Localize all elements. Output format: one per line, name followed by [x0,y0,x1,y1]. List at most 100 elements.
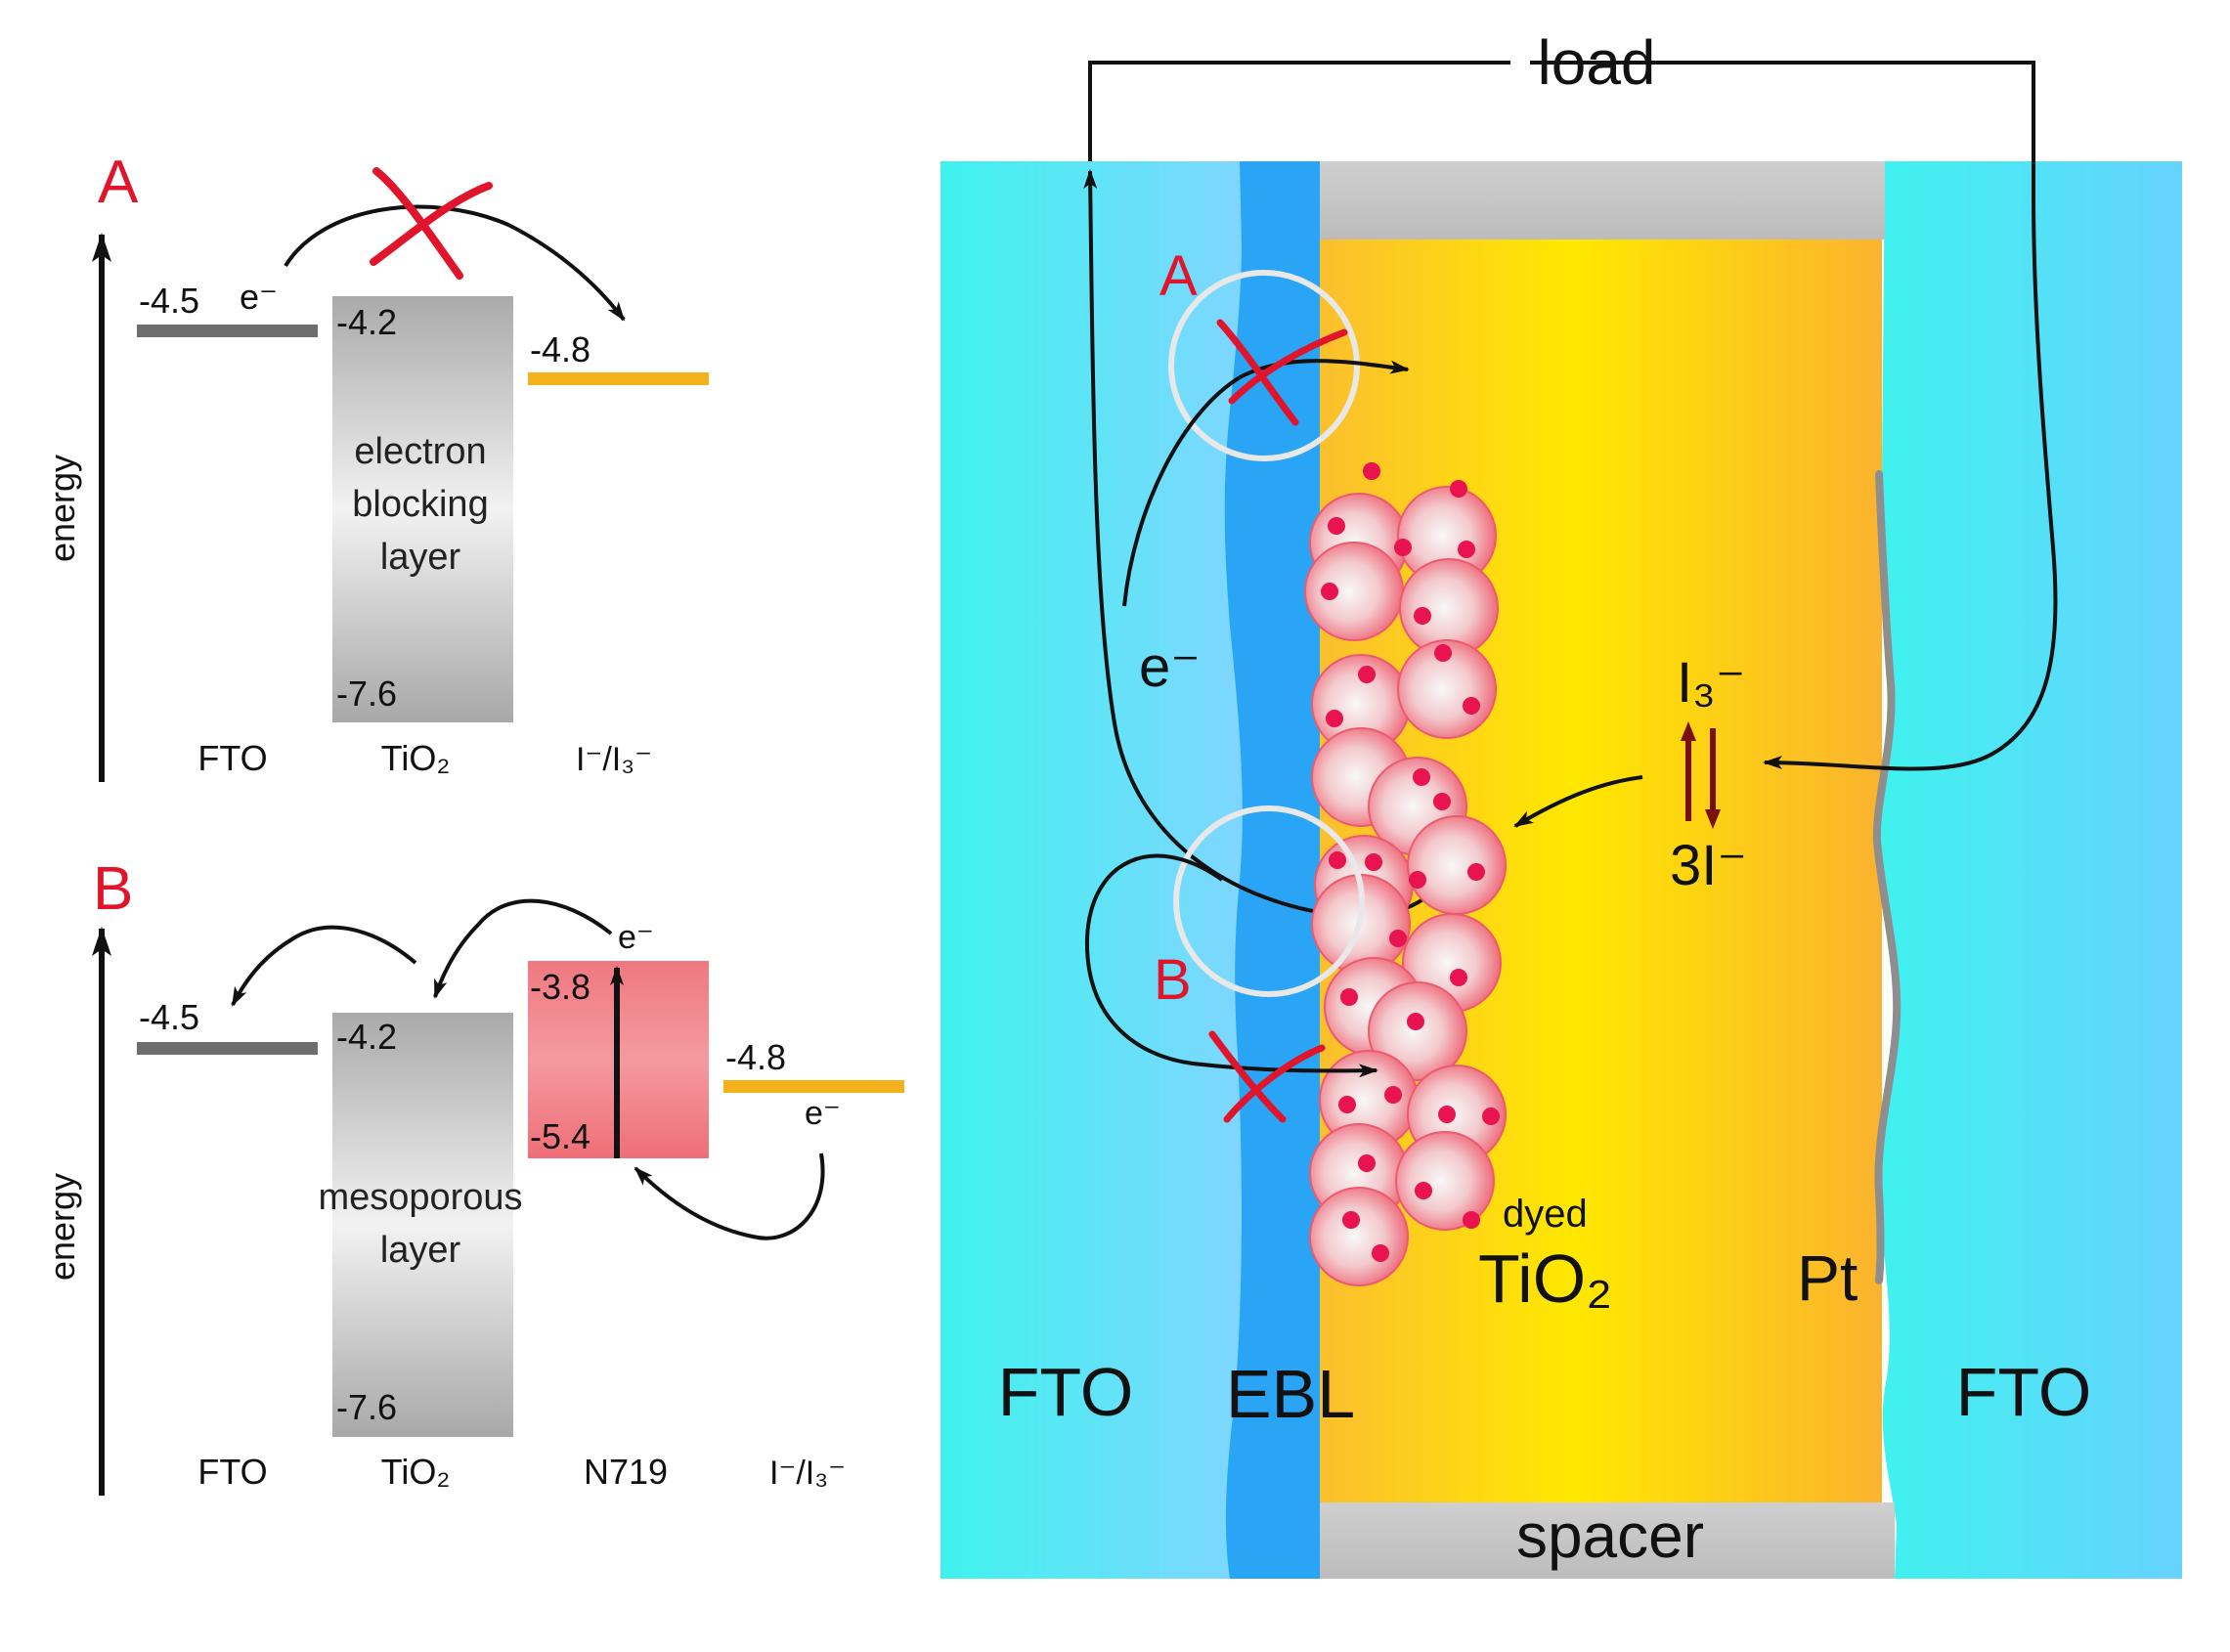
tio2-particle [1395,1131,1495,1231]
dye-molecule [1328,517,1345,535]
panel-b-fto-value: -4.5 [139,997,199,1037]
panel-a-box-line-2: blocking [352,484,488,525]
panel-b-tio2-top: -4.2 [336,1017,397,1057]
dyed-label: dyed [1503,1193,1588,1236]
tio2-particle [1368,981,1467,1081]
dye-molecule [1329,851,1346,869]
fto-right-label: FTO [1956,1354,2092,1430]
panel-b-collection-arrow [231,925,417,1007]
panel-a-transfer-arrow [284,204,626,322]
spacer-bottom [1320,1502,1895,1579]
marker-a-circle [1168,270,1360,461]
panel-b-xlabel-fto: FTO [197,1452,267,1492]
dye-molecule [1458,541,1475,558]
dye-molecule [1358,666,1376,683]
tio2-particle [1407,815,1507,915]
panel-a-tio2-bottom: -7.6 [336,674,397,714]
dye-molecule [1434,644,1452,662]
cell-electron-label: e⁻ [1139,635,1201,699]
triiodide-label: I₃⁻ [1677,651,1745,715]
panel-b-fto-level [137,1042,318,1055]
dye-molecule [1463,697,1480,715]
tio2-label: TiO₂ [1478,1240,1612,1317]
tio2-particle [1304,542,1404,641]
ebl-label: EBL [1226,1356,1355,1432]
dye-molecule [1358,1154,1376,1172]
panel-a-fto-level [137,325,318,337]
dye-molecule [1409,871,1426,889]
panel-b-redox-value: -4.8 [725,1037,786,1077]
dye-molecule [1413,768,1430,786]
iodide-label: 3I⁻ [1670,834,1747,897]
dye-molecule [1415,1182,1432,1199]
panel-b-redox-level [723,1080,904,1093]
dye-molecule [1321,583,1338,600]
dye-molecule [1463,1211,1480,1229]
panel-a-fto-value: -4.5 [139,281,199,321]
panel-a-box-line-1: electron [354,431,486,472]
panel-b-xlabel-redox: I⁻/I₃⁻ [769,1455,846,1492]
panel-b-injection-arrow [433,898,613,999]
marker-a-cross-icon [1216,319,1348,426]
dye-molecule [1384,1086,1402,1104]
panel-b-letter: B [93,855,133,923]
dye-molecule [1363,462,1380,480]
fto-left-label: FTO [998,1354,1134,1430]
dye-molecule [1326,710,1343,727]
spacer-top [1320,161,1885,239]
panel-b-box-line-1: mesoporous [318,1177,522,1218]
dye-molecule [1394,539,1412,556]
dye-molecule [1438,1106,1456,1123]
marker-a-letter: A [1159,244,1198,308]
dyed-tio2-particles [1304,462,1507,1286]
panel-a-xlabel-fto: FTO [197,738,267,778]
dye-molecule [1365,853,1382,871]
tio2-particle [1309,1187,1409,1286]
dye-molecule [1414,607,1431,625]
panel-b-electron-bottom: e⁻ [805,1095,841,1132]
panel-a-blocked-cross-icon [370,167,493,280]
panel-b-xlabel-tio2: TiO₂ [381,1452,451,1492]
dye-molecule [1482,1108,1500,1125]
panel-b-dye-top: -3.8 [530,967,590,1007]
panel-b: B energy -4.5 -4.2 -7.6 mesoporous layer… [42,855,904,1496]
panel-b-regeneration-arrow [634,1152,825,1240]
panel-b-box-line-2: layer [380,1230,461,1271]
panel-a-tio2-top: -4.2 [336,302,397,342]
cell-schematic: load A B e⁻ I₃⁻ 3I⁻ dyed TiO₂ Pt F [940,27,2182,1579]
panel-b-electron-top: e⁻ [618,919,654,956]
panel-b-tio2-box [332,1013,513,1437]
dye-molecule [1342,1211,1360,1229]
panel-b-tio2-bottom: -7.6 [336,1387,397,1427]
dye-molecule [1450,480,1467,498]
dye-molecule [1450,969,1467,986]
panel-a-electron: e⁻ [240,277,278,317]
marker-b-circle [1173,805,1365,997]
marker-a-path [1122,359,1410,607]
dye-molecule [1340,988,1358,1006]
panel-a-tio2-box [332,296,513,722]
external-circuit-wire [1530,61,2058,771]
pt-electrode-line [1872,470,1902,1284]
dye-molecule [1338,1096,1356,1113]
right-fto-layer [1876,161,2182,1579]
panel-b-energy-label: energy [42,1173,82,1281]
pt-label: Pt [1797,1241,1858,1314]
panel-a-redox-level [528,372,709,385]
panel-a-xlabel-redox: I⁻/I₃⁻ [576,741,652,778]
dye-molecule [1372,1244,1389,1262]
panel-a-xlabel-tio2: TiO₂ [381,738,451,778]
panel-a-redox-value: -4.8 [530,329,590,370]
panel-a-energy-label: energy [42,455,82,562]
spacer-label: spacer [1516,1500,1704,1571]
ebl-layer [1224,161,1320,1579]
load-label: load [1538,27,1656,98]
panel-a-box-line-3: layer [380,537,461,578]
panel-b-dye-bottom: -5.4 [530,1116,590,1156]
regeneration-arrow [1513,775,1643,828]
panel-a-letter: A [98,149,139,216]
marker-b-cross-icon [1208,1030,1326,1123]
dye-molecule [1467,863,1485,881]
